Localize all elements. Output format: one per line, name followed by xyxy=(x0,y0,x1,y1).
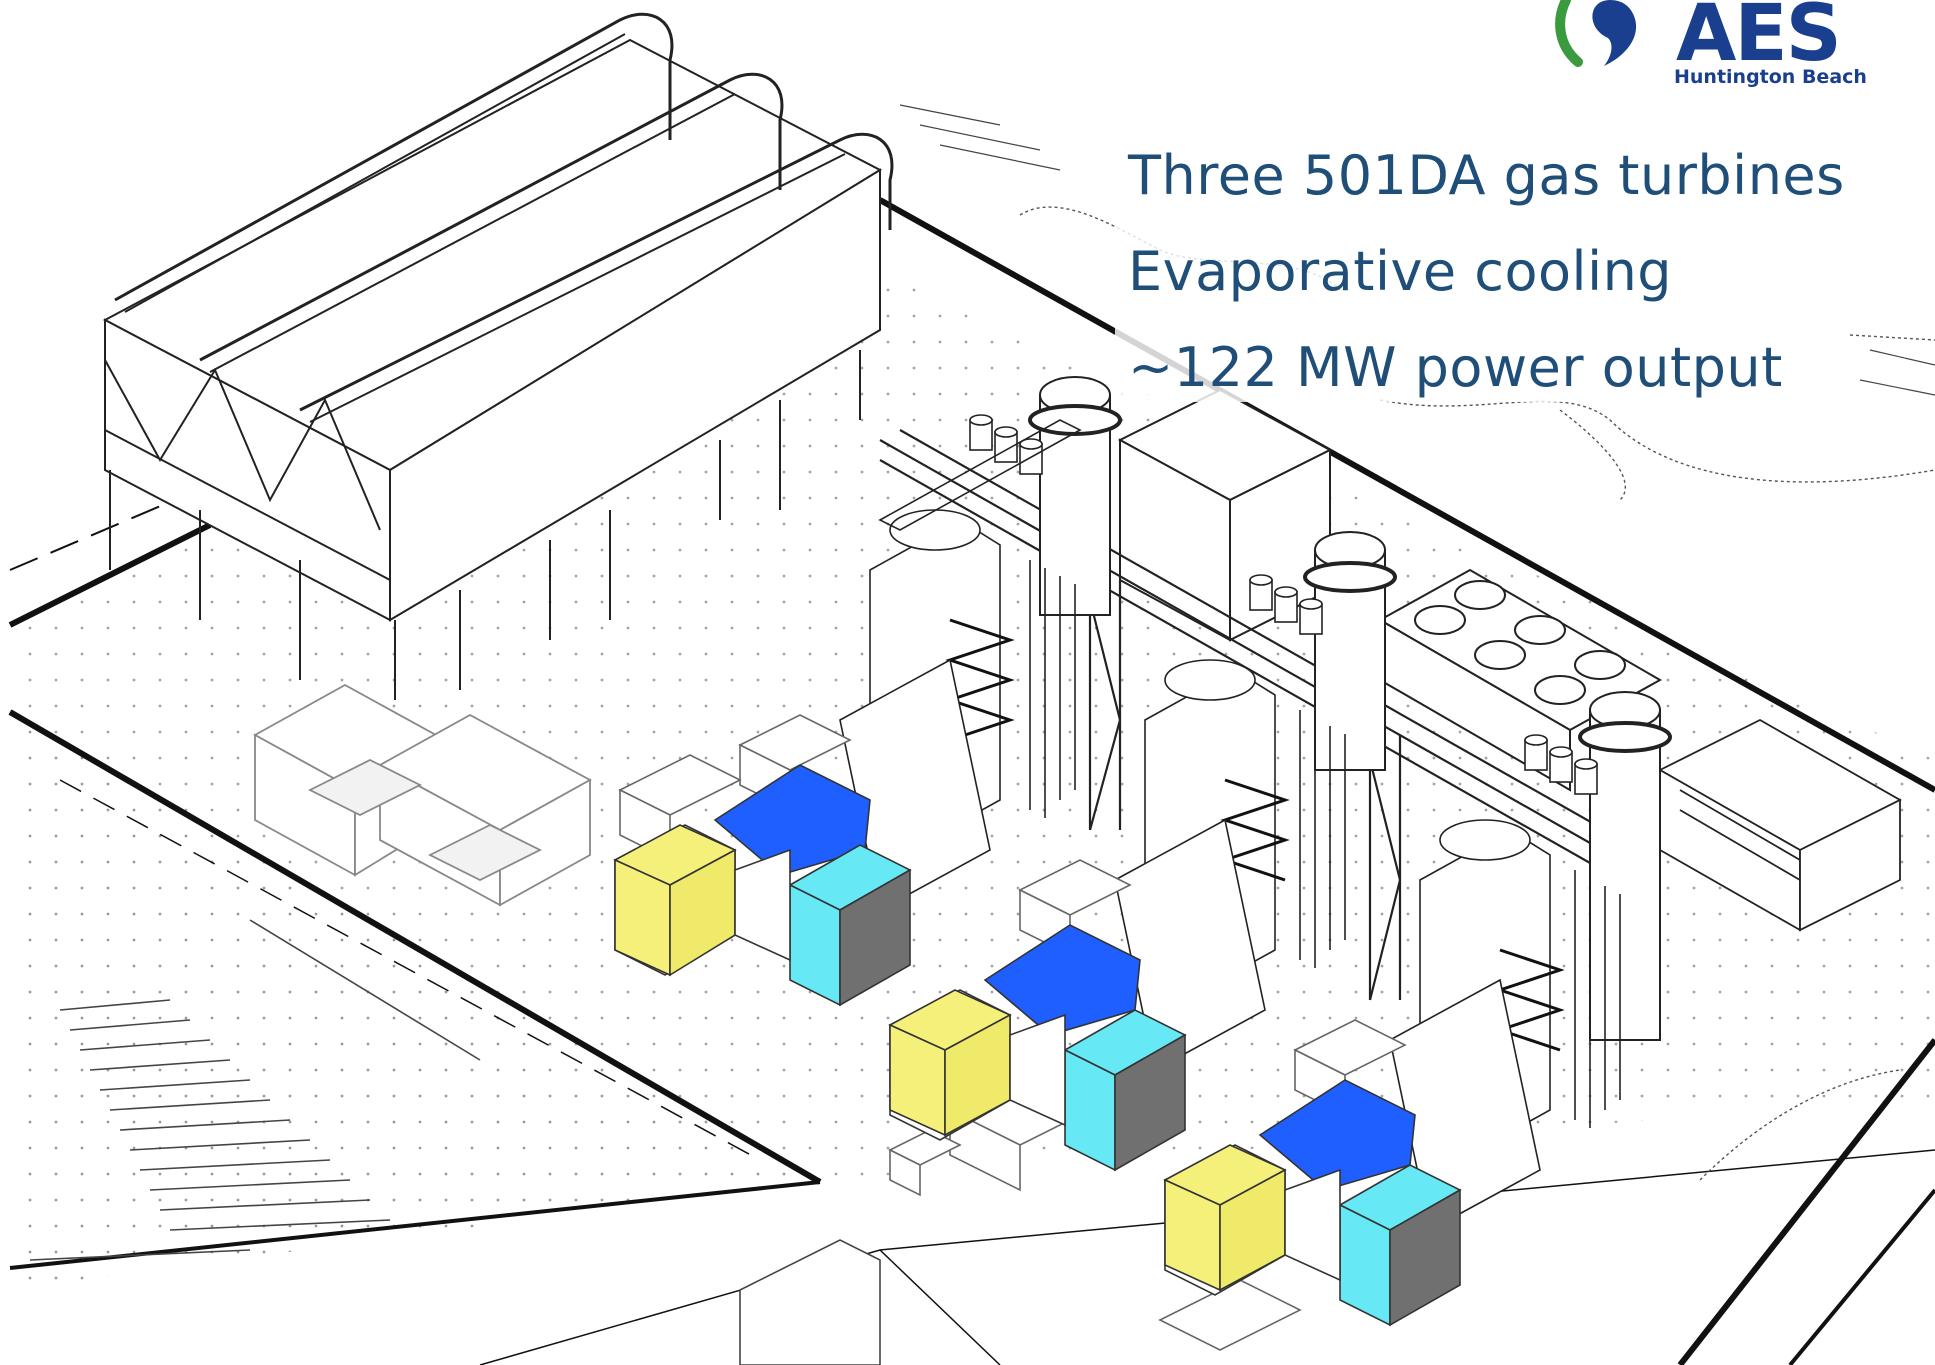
text-backdrop xyxy=(1115,112,1835,402)
stack-tanks xyxy=(969,414,1598,795)
ground-dashes xyxy=(899,104,1935,396)
feature-cooling: Evaporative cooling xyxy=(1128,240,1673,303)
parking-lot-stripes xyxy=(29,919,481,1261)
logo-wordmark: AES xyxy=(1676,0,1842,79)
transition-ducts xyxy=(839,658,1541,1232)
air-cooled-condenser xyxy=(102,12,894,700)
site-boundary xyxy=(8,197,1935,1365)
aes-leaf-drop-icon xyxy=(1555,0,1637,67)
small-equipment xyxy=(618,714,1407,1365)
gas-turbine-1 xyxy=(613,764,912,1007)
exhaust-stack-3 xyxy=(1578,691,1672,1041)
auxiliary-buildings xyxy=(253,683,592,907)
cooling-fan-deck xyxy=(1377,568,1663,792)
exhaust-stack-2 xyxy=(1303,531,1397,771)
exhaust-stack-1 xyxy=(1028,376,1122,616)
feature-turbines: Three 501DA gas turbines xyxy=(1128,144,1845,207)
logo-location: Huntington Beach xyxy=(1674,66,1867,88)
feature-output: ~122 MW power output xyxy=(1128,336,1783,399)
gas-turbine-2 xyxy=(888,924,1187,1172)
gas-turbine-3 xyxy=(1163,1079,1462,1327)
switchyard-building xyxy=(1658,718,1902,932)
feature-list: Three 501DA gas turbines Evaporative coo… xyxy=(1128,128,1845,416)
aes-logo: AES Huntington Beach xyxy=(1548,0,1888,96)
